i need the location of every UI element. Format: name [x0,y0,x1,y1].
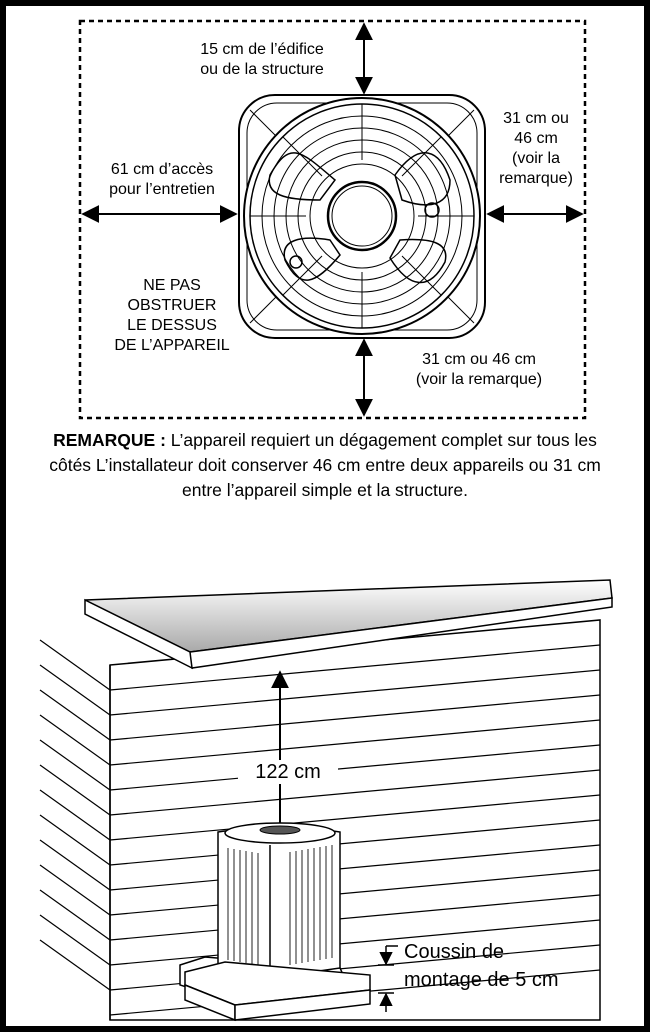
left-clearance-label: 61 cm d’accès pour l’entretien [109,161,215,198]
condenser-unit [179,822,371,1022]
top-clearance-label: 15 cm de l’édifice ou de la structure [172,40,352,80]
note-text: L’appareil requiert un dégagement comple… [49,430,601,500]
note-prefix: REMARQUE : [53,430,166,450]
roof [84,579,613,670]
bottom-clearance-label: 31 cm ou 46 cm (voir la remarque) [415,351,543,388]
unit-top-view [238,94,486,339]
no-obstruct-label: NE PAS OBSTRUER LE DESSUS DE L’APPAREIL [114,277,230,354]
clearance-boundary [78,19,587,420]
pad-label: Coussin de montage de 5 cm [404,941,559,991]
right-clearance-label: 31 cm ou 46 cm (voir la remarque) [490,109,582,189]
roof-clearance-label: 122 cm [238,760,338,784]
clearance-note: REMARQUE : L’appareil requiert un dégage… [30,428,620,503]
